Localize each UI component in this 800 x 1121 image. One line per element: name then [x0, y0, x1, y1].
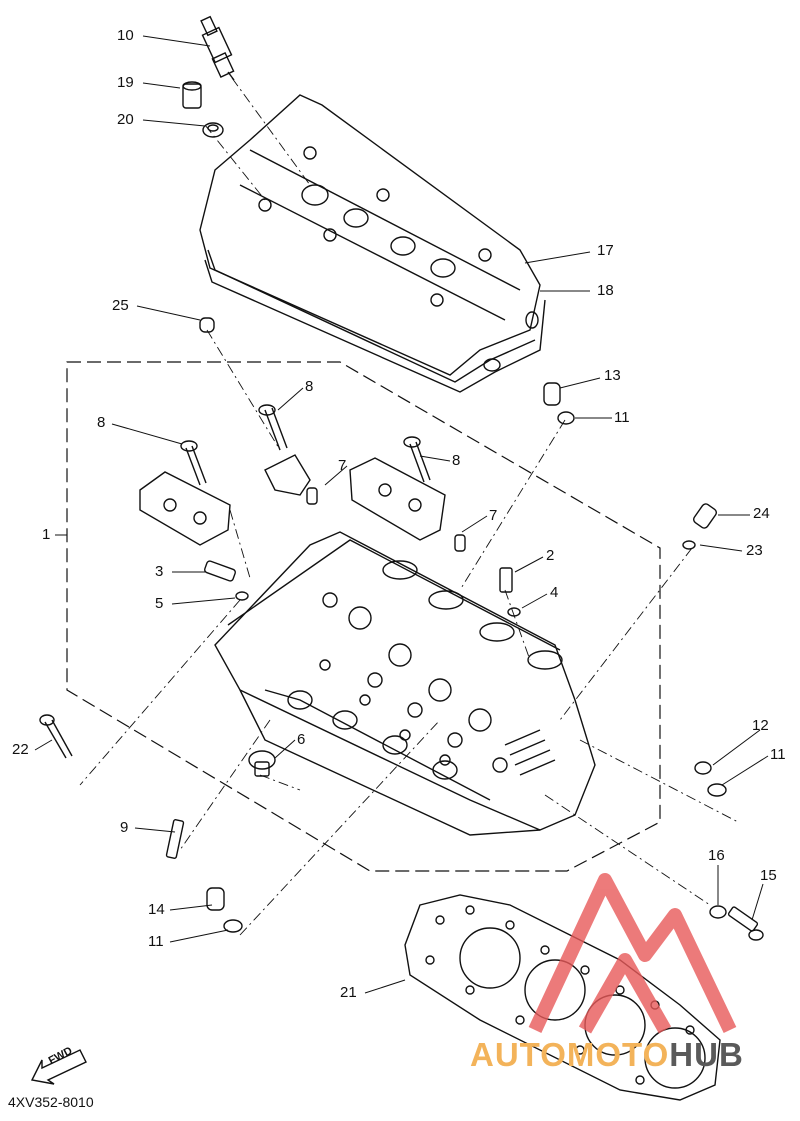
callout-15: 15	[760, 867, 777, 884]
fwd-arrow-icon	[30, 1049, 87, 1085]
callout-4: 4	[550, 584, 559, 601]
callout-17: 17	[597, 242, 614, 259]
callout-8c: 8	[452, 452, 461, 469]
head-bolt	[39, 714, 73, 759]
callout-8a: 8	[305, 378, 314, 395]
grommet	[202, 122, 224, 138]
leader-lines	[34, 35, 769, 994]
callout-18: 18	[597, 282, 614, 299]
callout-22: 22	[12, 741, 29, 758]
callout-8b: 8	[97, 414, 106, 431]
bottom-collar	[206, 887, 243, 933]
callout-7b: 7	[489, 507, 498, 524]
callout-11a: 11	[614, 409, 630, 426]
stud-bolt	[165, 819, 185, 859]
callout-7a: 7	[338, 457, 347, 474]
camshaft-caps	[139, 454, 446, 546]
callout-12: 12	[752, 717, 769, 734]
callout-5: 5	[155, 595, 164, 612]
head-gasket	[404, 894, 721, 1101]
callout-3: 3	[155, 563, 164, 580]
callout-9: 9	[120, 819, 129, 836]
callout-20: 20	[117, 111, 134, 128]
cap-bolt	[182, 81, 202, 109]
callout-13: 13	[604, 367, 621, 384]
callout-11c: 11	[148, 933, 164, 950]
stud-sensors	[203, 560, 521, 617]
cylinder-head	[214, 531, 596, 836]
watermark-text-dark: HUB	[669, 1036, 744, 1073]
diagram-part-number: 4XV352-8010	[8, 1094, 94, 1110]
dowel-pin	[199, 317, 215, 333]
callout-2: 2	[546, 547, 555, 564]
callout-1: 1	[42, 526, 51, 543]
assembly-boundary	[66, 361, 661, 872]
watermark-text: AUTOMOTOHUB	[470, 1036, 744, 1074]
callout-24: 24	[753, 505, 770, 522]
drain-bolt	[709, 905, 764, 941]
callout-23: 23	[746, 542, 763, 559]
cylinder-head-cover	[199, 94, 546, 393]
callout-6: 6	[297, 731, 306, 748]
watermark-logo	[528, 873, 737, 1034]
callout-21: 21	[340, 984, 357, 1001]
spark-plug	[200, 15, 235, 81]
blind-plug	[248, 750, 276, 777]
dowel-pins	[306, 487, 466, 552]
callout-11b: 11	[770, 746, 786, 763]
callout-10: 10	[117, 27, 134, 44]
callout-25: 25	[112, 297, 129, 314]
cap-bolts	[180, 404, 431, 486]
callout-19: 19	[117, 74, 134, 91]
oil-plug	[694, 761, 727, 797]
oil-collar	[543, 382, 575, 425]
watermark-text-accent: AUTOMOTO	[470, 1036, 670, 1073]
callout-16: 16	[708, 847, 725, 864]
callout-14: 14	[148, 901, 165, 918]
union-bolt	[682, 503, 717, 550]
